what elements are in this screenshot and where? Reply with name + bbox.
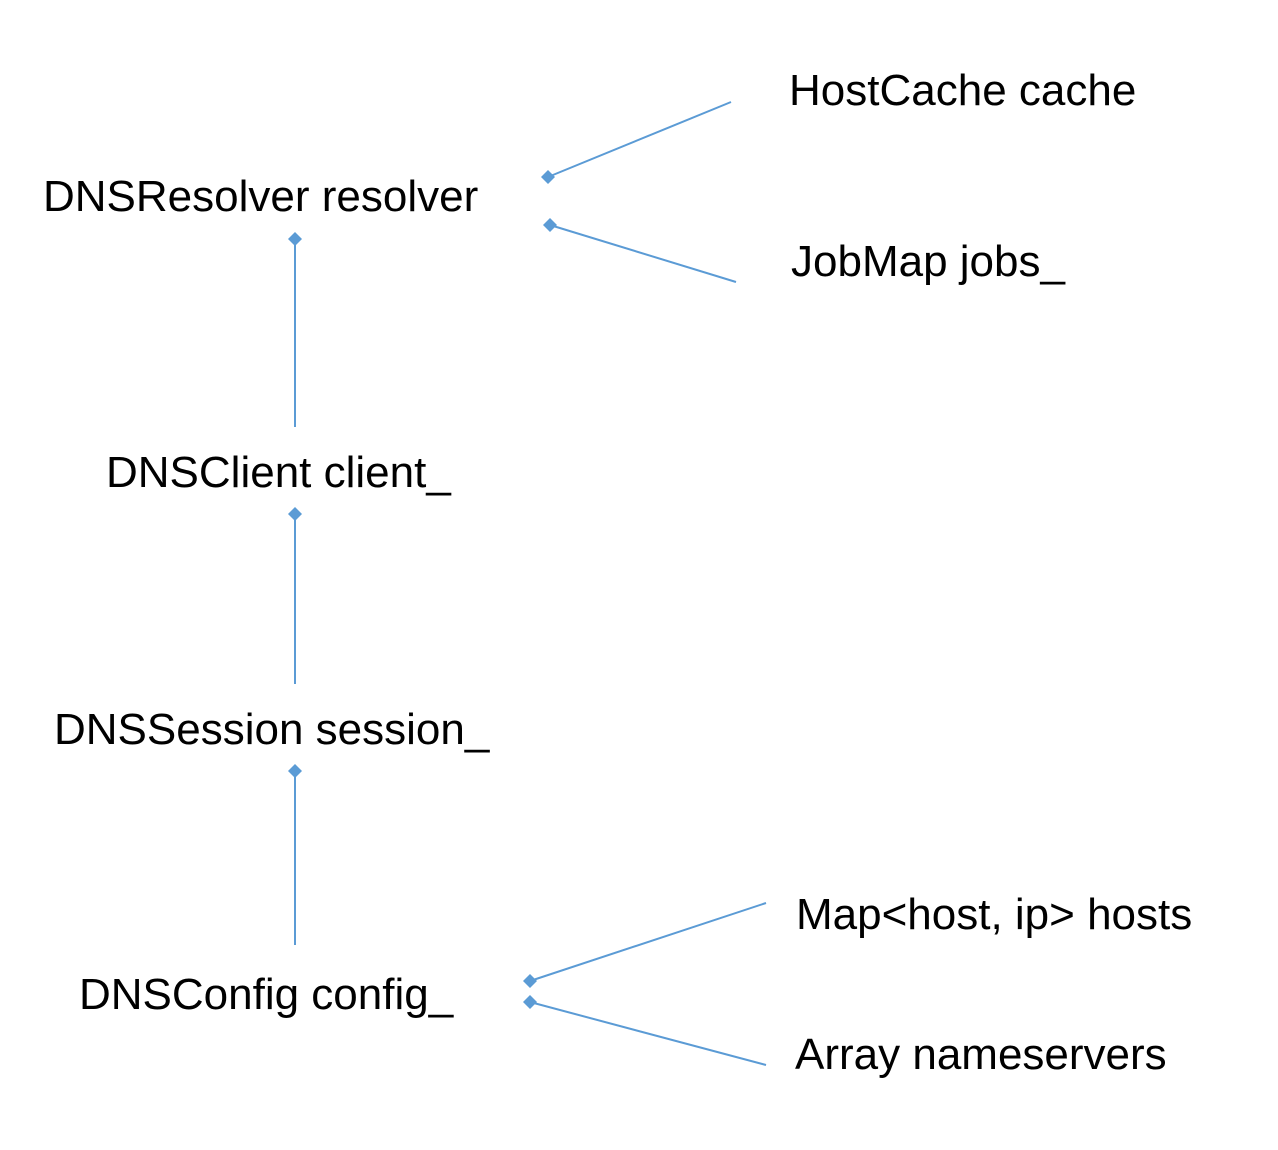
- edge-resolver-cache: [547, 101, 732, 178]
- diamond-marker-resolver-jobs: [543, 218, 557, 232]
- diamond-marker-client-session: [288, 507, 302, 521]
- diamond-marker-resolver-cache: [541, 170, 555, 184]
- edge-config-nameservers: [529, 1001, 767, 1066]
- diamond-marker-session-config: [288, 764, 302, 778]
- node-host-cache: HostCache cache: [789, 66, 1137, 115]
- diamond-marker-config-hosts: [523, 974, 537, 988]
- node-job-map: JobMap jobs_: [791, 237, 1065, 286]
- node-dns-session: DNSSession session_: [54, 705, 490, 754]
- diamond-marker-config-nameservers: [523, 995, 537, 1009]
- edge-config-hosts: [529, 902, 767, 982]
- edge-resolver-jobs: [549, 224, 737, 283]
- node-hosts-map: Map<host, ip> hosts: [796, 890, 1193, 939]
- node-dns-client: DNSClient client_: [106, 448, 451, 497]
- diamond-marker-resolver-client: [288, 232, 302, 246]
- node-dns-config: DNSConfig config_: [79, 970, 454, 1019]
- node-dns-resolver: DNSResolver resolver: [43, 172, 479, 221]
- node-nameservers-array: Array nameservers: [795, 1030, 1167, 1079]
